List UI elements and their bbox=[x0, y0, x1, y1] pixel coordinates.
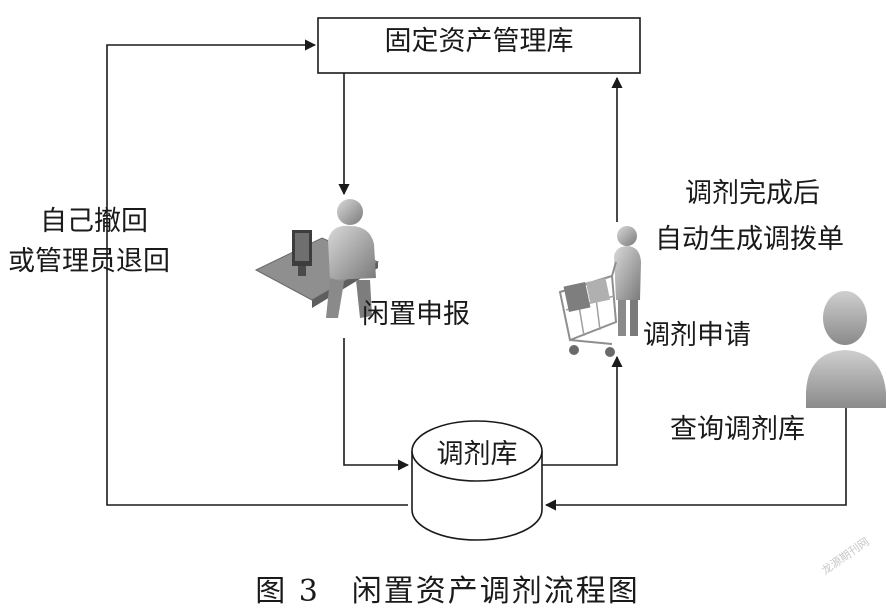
transfer-db-label: 调剂库 bbox=[436, 439, 518, 470]
report-to-db-arrow bbox=[343, 338, 410, 471]
withdraw-label-line1: 自己撤回 bbox=[40, 206, 148, 237]
idle-report-label: 闲置申报 bbox=[362, 299, 470, 330]
auto-generate-line2: 自动生成调拨单 bbox=[655, 224, 844, 255]
withdraw-label: 自己撤回 或管理员退回 bbox=[8, 204, 208, 284]
transfer-apply-label: 调剂申请 bbox=[643, 320, 751, 351]
fixed-asset-db-label: 固定资产管理库 bbox=[384, 26, 574, 57]
query-db-label: 查询调剂库 bbox=[670, 414, 805, 445]
db-to-apply-arrow bbox=[542, 355, 623, 466]
person-avatar-icon bbox=[806, 291, 886, 408]
desk-worker-icon bbox=[254, 199, 380, 318]
auto-generate-label: 调剂完成后 自动生成调拨单 bbox=[655, 176, 891, 268]
transfer-db-cylinder bbox=[411, 420, 543, 541]
figure-caption: 图 3 闲置资产调剂流程图 bbox=[255, 574, 640, 609]
fixed-asset-db-box bbox=[317, 17, 641, 74]
query-arrow bbox=[544, 408, 847, 511]
auto-generate-line1: 调剂完成后 bbox=[685, 178, 820, 209]
withdraw-label-line2: 或管理员退回 bbox=[8, 246, 170, 277]
withdraw-arrow bbox=[106, 39, 408, 506]
shopping-cart-person-icon bbox=[558, 226, 641, 357]
